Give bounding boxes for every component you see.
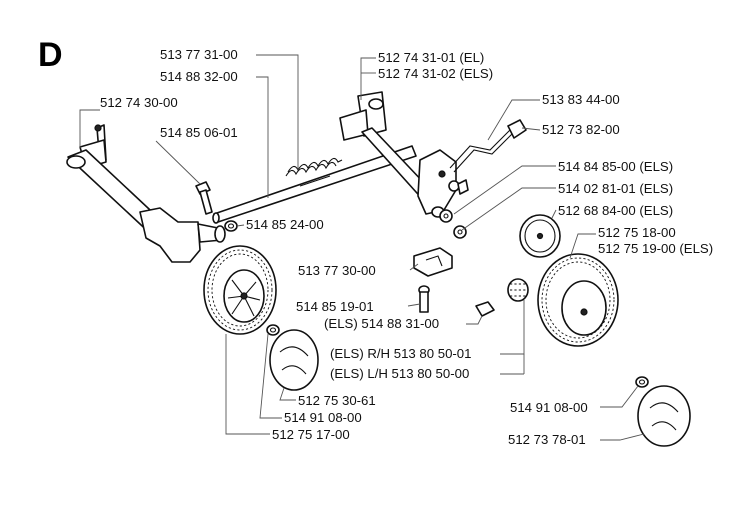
- hubcap-512-75-30-61: [269, 329, 319, 391]
- bolt-514-85-19-01: [418, 285, 430, 313]
- label-512-74-30-00: 512 74 30-00: [100, 95, 178, 110]
- label-514-85-19-01: 514 85 19-01: [296, 299, 374, 314]
- washer-514-85-24-00: [224, 220, 238, 232]
- label-512-75-30-61: 512 75 30-61: [298, 393, 376, 408]
- nut-514-88-31-00: [475, 301, 495, 317]
- label-514-91-08-00-right: 514 91 08-00: [510, 400, 588, 415]
- label-512-73-82-00: 512 73 82-00: [542, 122, 620, 137]
- label-512-75-19-00: 512 75 19-00 (ELS): [598, 241, 713, 256]
- label-513-80-50-00: (ELS) L/H 513 80 50-00: [330, 366, 469, 381]
- label-513-77-31-00: 513 77 31-00: [160, 47, 238, 62]
- label-514-91-08-00-left: 514 91 08-00: [284, 410, 362, 425]
- label-513-80-50-01: (ELS) R/H 513 80 50-01: [330, 346, 471, 361]
- label-512-73-78-01: 512 73 78-01: [508, 432, 586, 447]
- gear-513-80-50: [507, 278, 529, 302]
- bushing-514-84-85-00: [439, 209, 453, 223]
- label-512-74-31-02: 512 74 31-02 (ELS): [378, 66, 493, 81]
- wheel-right: [537, 253, 619, 347]
- height-adjuster: [413, 247, 453, 277]
- leader-lines: [79, 54, 645, 441]
- label-513-77-30-00: 513 77 30-00: [298, 263, 376, 278]
- label-512-75-17-00: 512 75 17-00: [272, 427, 350, 442]
- wheel-left: [203, 245, 277, 335]
- label-512-75-18-00: 512 75 18-00: [598, 225, 676, 240]
- bolt-514-85-06-01: [195, 181, 213, 215]
- height-lever: [449, 119, 527, 173]
- label-514-85-24-00: 514 85 24-00: [246, 217, 324, 232]
- label-514-88-31-00: (ELS) 514 88 31-00: [324, 316, 439, 331]
- label-514-85-06-01: 514 85 06-01: [160, 125, 238, 140]
- label-514-88-32-00: 514 88 32-00: [160, 69, 238, 84]
- hubcap-512-73-78-01: [637, 385, 691, 447]
- clip-left: [266, 324, 280, 336]
- hubcap-512-68-84-00: [519, 214, 561, 258]
- clip-right: [635, 376, 649, 388]
- spring: [285, 157, 343, 177]
- part-labels: 513 77 31-00 514 88 32-00 512 74 31-01 (…: [100, 47, 713, 447]
- label-514-02-81-01: 514 02 81-01 (ELS): [558, 181, 673, 196]
- axle-rod: [212, 145, 417, 224]
- front-axle-bracket-left: [66, 124, 226, 263]
- section-letter: D: [38, 36, 63, 74]
- label-513-83-44-00: 513 83 44-00: [542, 92, 620, 107]
- label-512-68-84-00: 512 68 84-00 (ELS): [558, 203, 673, 218]
- label-514-84-85-00: 514 84 85-00 (ELS): [558, 159, 673, 174]
- label-512-74-31-01: 512 74 31-01 (EL): [378, 50, 484, 65]
- front-axle-bracket-right: [339, 91, 469, 218]
- bushing-514-02-81-01: [453, 225, 467, 239]
